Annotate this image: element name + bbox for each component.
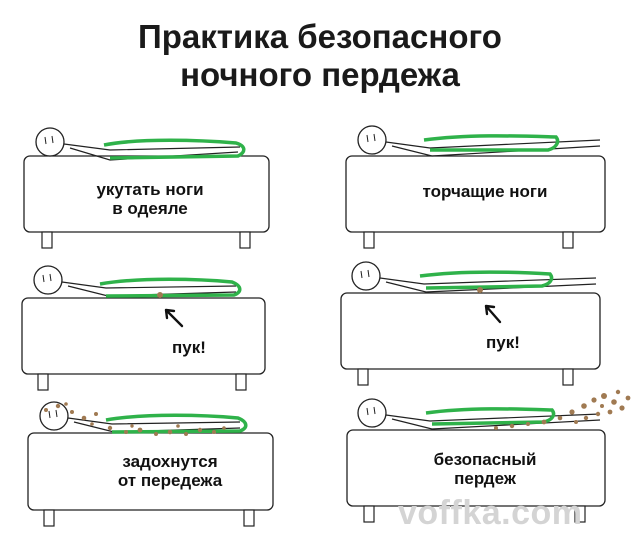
blanket-4: [419, 270, 554, 290]
fart-cloud-6: [494, 389, 631, 430]
panel-4-fart-sticking-out: [340, 261, 601, 386]
body-2: [385, 139, 601, 157]
watermark: voffka.com: [398, 494, 583, 532]
bed-5-leg-left: [43, 509, 55, 527]
panel-3-fart-wrapped: [21, 265, 266, 391]
caption-line: пердеж: [454, 469, 516, 488]
bed-6-leg-right: [574, 505, 586, 523]
caption-line: безопасный: [433, 450, 537, 469]
head-2: [357, 125, 387, 155]
bed-6: [346, 429, 606, 507]
arrow-icon: [484, 304, 502, 324]
panel-1-wrapped-legs: [23, 127, 270, 249]
caption-fart-1: пук!: [172, 338, 206, 357]
bed-6-leg-left: [363, 505, 375, 523]
title-line-2: ночного пердежа: [180, 56, 460, 93]
caption-suffocate: задохнутся от передежа: [80, 452, 260, 490]
blanket-6: [425, 407, 556, 426]
bed-3: [21, 297, 266, 375]
eyes-5: [48, 409, 58, 419]
bed-4: [340, 292, 601, 370]
bed-2-leg-left: [363, 231, 375, 249]
panel-5-suffocate: [27, 401, 274, 527]
caption-safe-fart: безопасный пердеж: [405, 450, 565, 488]
caption-line: укутать ноги: [96, 180, 204, 199]
eyes-1: [44, 135, 54, 145]
caption-sticking-out-legs: торчащие ноги: [385, 182, 585, 201]
head-4: [351, 261, 381, 291]
comic-title: Практика безопасного ночного пердежа: [0, 18, 640, 94]
eyes-6: [366, 406, 376, 416]
body-4: [379, 277, 597, 293]
panel-6-safe-fart: [346, 389, 631, 523]
bed-4-leg-right: [562, 368, 574, 386]
fart-puff-3: [157, 292, 163, 298]
panel-2-sticking-out-legs: [345, 125, 606, 249]
blanket-5: [105, 413, 248, 434]
arrow-icon: [164, 308, 184, 328]
bed-5-leg-right: [243, 509, 255, 527]
head-5: [39, 401, 69, 431]
head-3: [33, 265, 63, 295]
eyes-3: [42, 273, 52, 283]
eyes-2: [366, 133, 376, 143]
title-line-1: Практика безопасного: [138, 18, 502, 55]
blanket-3: [99, 277, 242, 298]
caption-line: торчащие ноги: [422, 182, 548, 201]
caption-line: от передежа: [117, 471, 223, 490]
bed-3-leg-left: [37, 373, 49, 391]
bed-4-leg-left: [357, 368, 369, 386]
bed-2: [345, 155, 606, 233]
fart-cloud-5: [44, 402, 226, 436]
caption-wrapped-legs: укутать ноги в одеяле: [60, 180, 240, 218]
head-1: [35, 127, 65, 157]
bed-3-leg-right: [235, 373, 247, 391]
head-6: [357, 398, 387, 428]
bed-1-leg-left: [41, 231, 53, 249]
bed-1-leg-right: [239, 231, 251, 249]
body-1: [63, 143, 241, 161]
bed-2-leg-right: [562, 231, 574, 249]
blanket-1: [103, 138, 246, 160]
blanket-2: [423, 134, 560, 152]
fart-puff-4: [477, 287, 483, 293]
eyes-4: [360, 269, 370, 279]
caption-line: в одеяле: [112, 199, 188, 218]
caption-fart-2: пук!: [486, 333, 520, 352]
caption-line: задохнутся: [122, 452, 218, 471]
